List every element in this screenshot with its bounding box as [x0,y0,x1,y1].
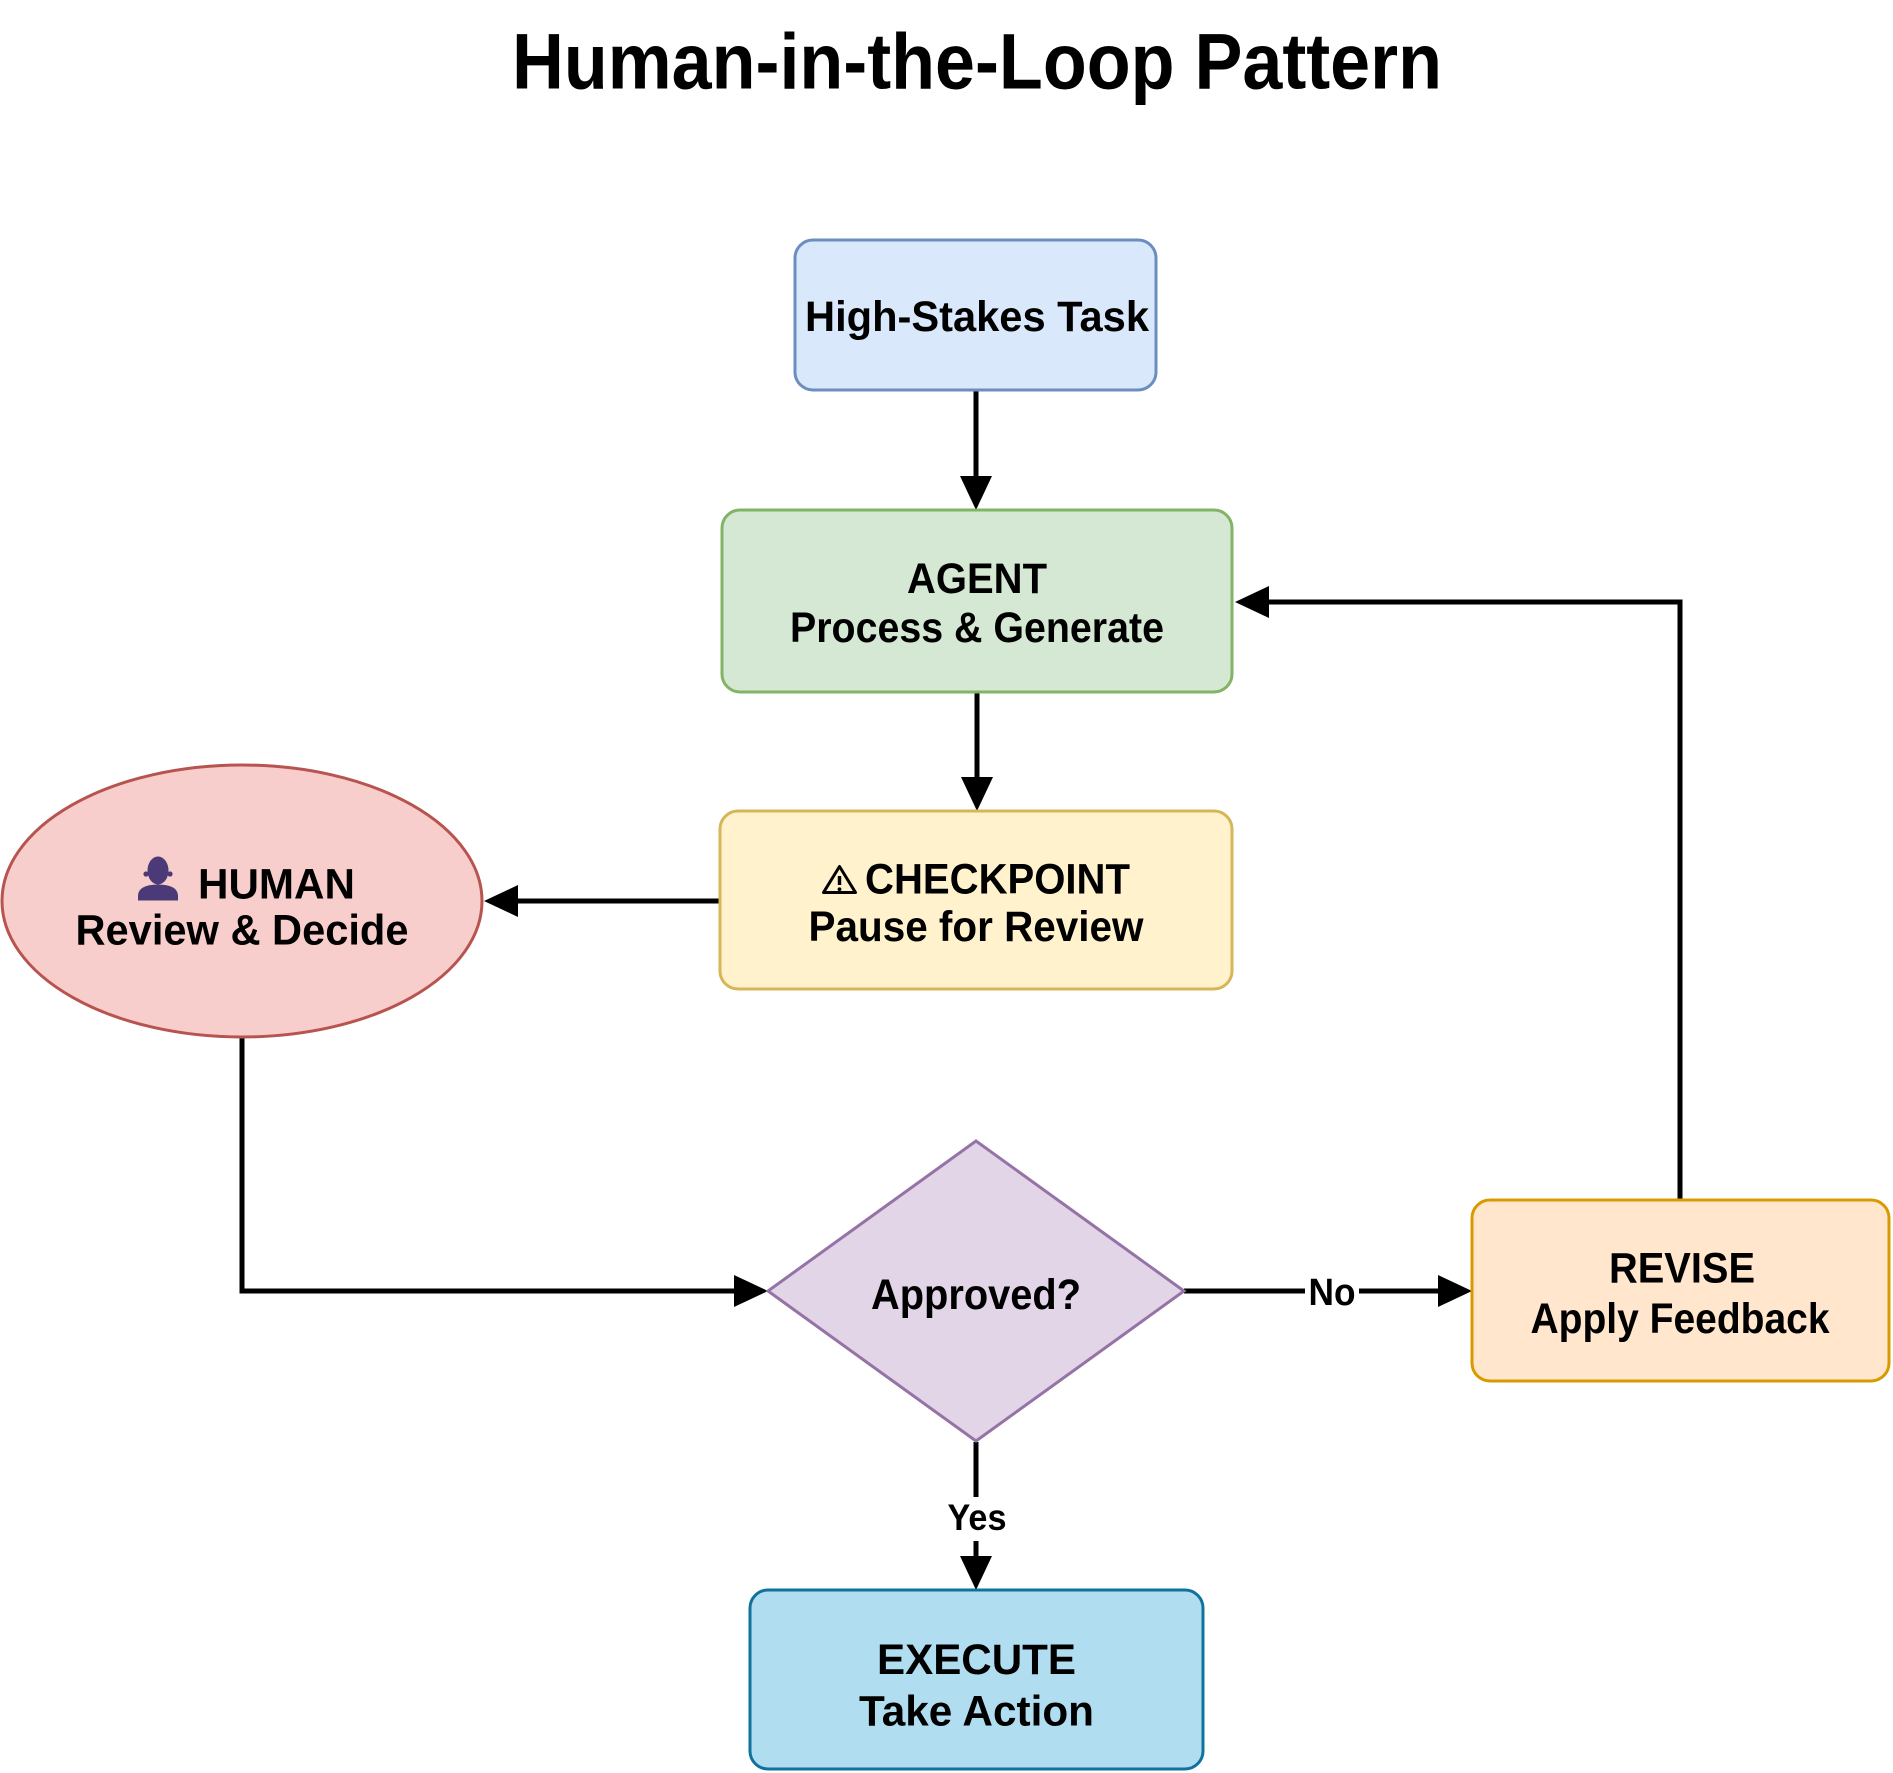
svg-text:Review & Decide: Review & Decide [76,907,409,955]
svg-text:Process & Generate: Process & Generate [790,604,1164,652]
svg-text:EXECUTE: EXECUTE [877,1636,1076,1684]
svg-text:No: No [1309,1272,1356,1314]
svg-text:CHECKPOINT: CHECKPOINT [865,856,1130,904]
svg-text:Approved?: Approved? [871,1271,1081,1319]
svg-text:REVISE: REVISE [1609,1245,1755,1293]
svg-text:Human-in-the-Loop Pattern: Human-in-the-Loop Pattern [512,17,1442,106]
svg-text:AGENT: AGENT [907,555,1047,603]
svg-text:Yes: Yes [948,1497,1007,1538]
svg-text:Apply Feedback: Apply Feedback [1531,1295,1830,1343]
svg-text:Take Action: Take Action [859,1688,1094,1736]
svg-text:HUMAN: HUMAN [198,861,355,909]
svg-text:Pause for Review: Pause for Review [809,903,1145,951]
svg-text:High-Stakes Task: High-Stakes Task [805,293,1149,341]
